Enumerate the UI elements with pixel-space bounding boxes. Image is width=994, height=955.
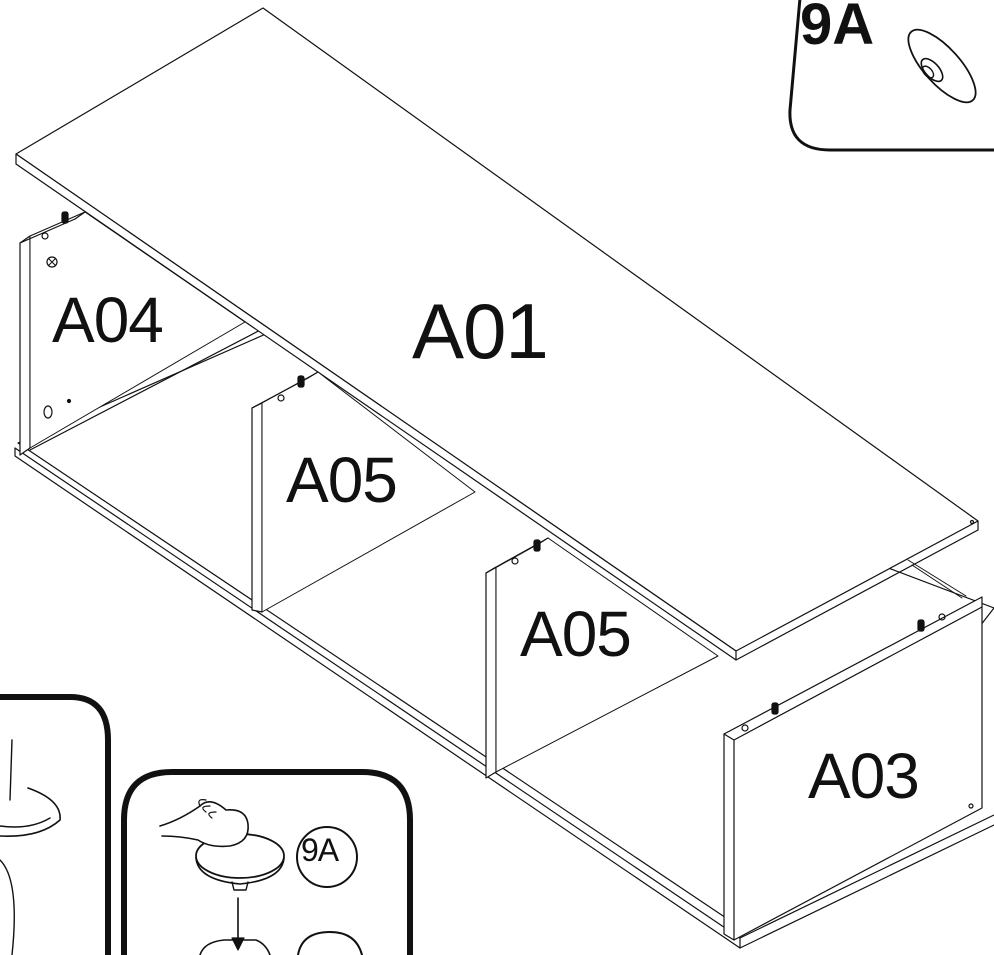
right-side-panel — [723, 559, 983, 941]
part-label-a03: A03 — [808, 740, 920, 812]
part-label-a04: A04 — [52, 284, 164, 356]
top-panel — [15, 7, 979, 661]
part-label-a05-left: A05 — [286, 444, 398, 516]
part-label-a01: A01 — [412, 287, 549, 375]
divider-panel-right — [485, 537, 719, 779]
part-label-a05-right: A05 — [520, 598, 632, 670]
hardware-tag-label: 9A — [800, 0, 875, 57]
detail-frame-step — [121, 769, 413, 955]
left-side-panel — [19, 211, 246, 456]
detail-frame-left — [0, 694, 111, 955]
step-hardware-tag: 9A — [301, 832, 339, 868]
divider-panel-left — [251, 371, 476, 613]
hardware-callout-box — [788, 0, 994, 152]
